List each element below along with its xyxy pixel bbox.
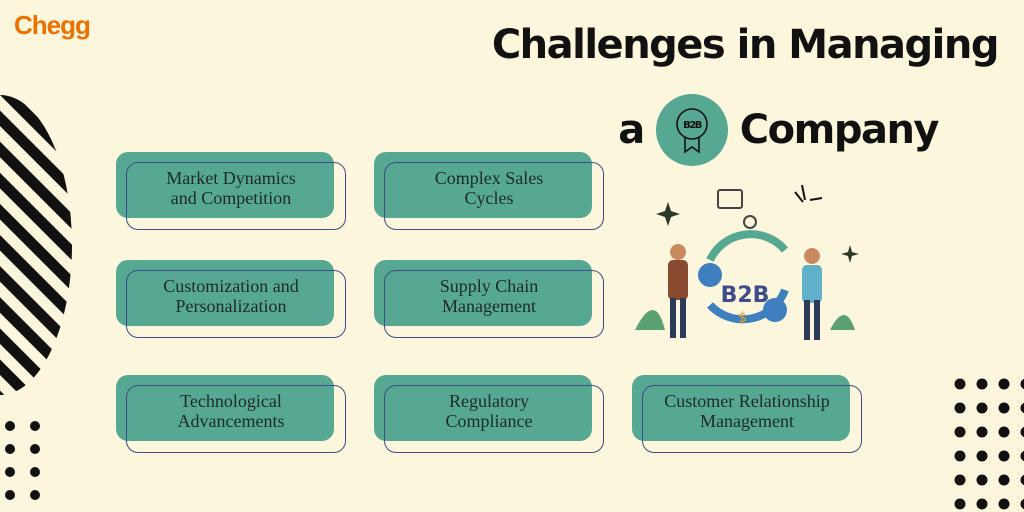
user-icon <box>743 215 757 229</box>
dots-decoration-left <box>5 421 40 500</box>
card-fill <box>374 152 592 218</box>
briefcase-icon <box>717 189 743 209</box>
card-fill <box>116 375 334 441</box>
card-fill <box>116 152 334 218</box>
striped-semicircle-decoration <box>0 95 72 395</box>
card-outline <box>126 162 346 230</box>
card-outline <box>384 162 604 230</box>
card-fill <box>116 260 334 326</box>
card-outline <box>642 385 862 453</box>
badge-text: B2B <box>683 120 702 131</box>
card-outline <box>384 385 604 453</box>
b2b-badge-icon: B2B <box>655 94 728 166</box>
illustration-label: B2B <box>721 283 770 308</box>
card-outline <box>126 270 346 338</box>
dots-decoration-right <box>954 378 1024 510</box>
svg-text:$: $ <box>738 310 747 326</box>
b2b-illustration: B2B $ <box>635 184 859 340</box>
chegg-logo: Chegg <box>14 10 91 40</box>
page-title-line2: a B2B Company <box>618 94 940 166</box>
title-suffix: Company <box>739 107 940 153</box>
card-outline <box>126 385 346 453</box>
card-fill <box>374 260 592 326</box>
card-outline <box>384 270 604 338</box>
title-prefix: a <box>618 107 645 153</box>
sparkle-icon <box>656 202 680 226</box>
card-fill <box>632 375 850 441</box>
sparkle-icon <box>841 245 859 263</box>
page-title: Challenges in Managing <box>491 22 1000 68</box>
card-fill <box>374 375 592 441</box>
